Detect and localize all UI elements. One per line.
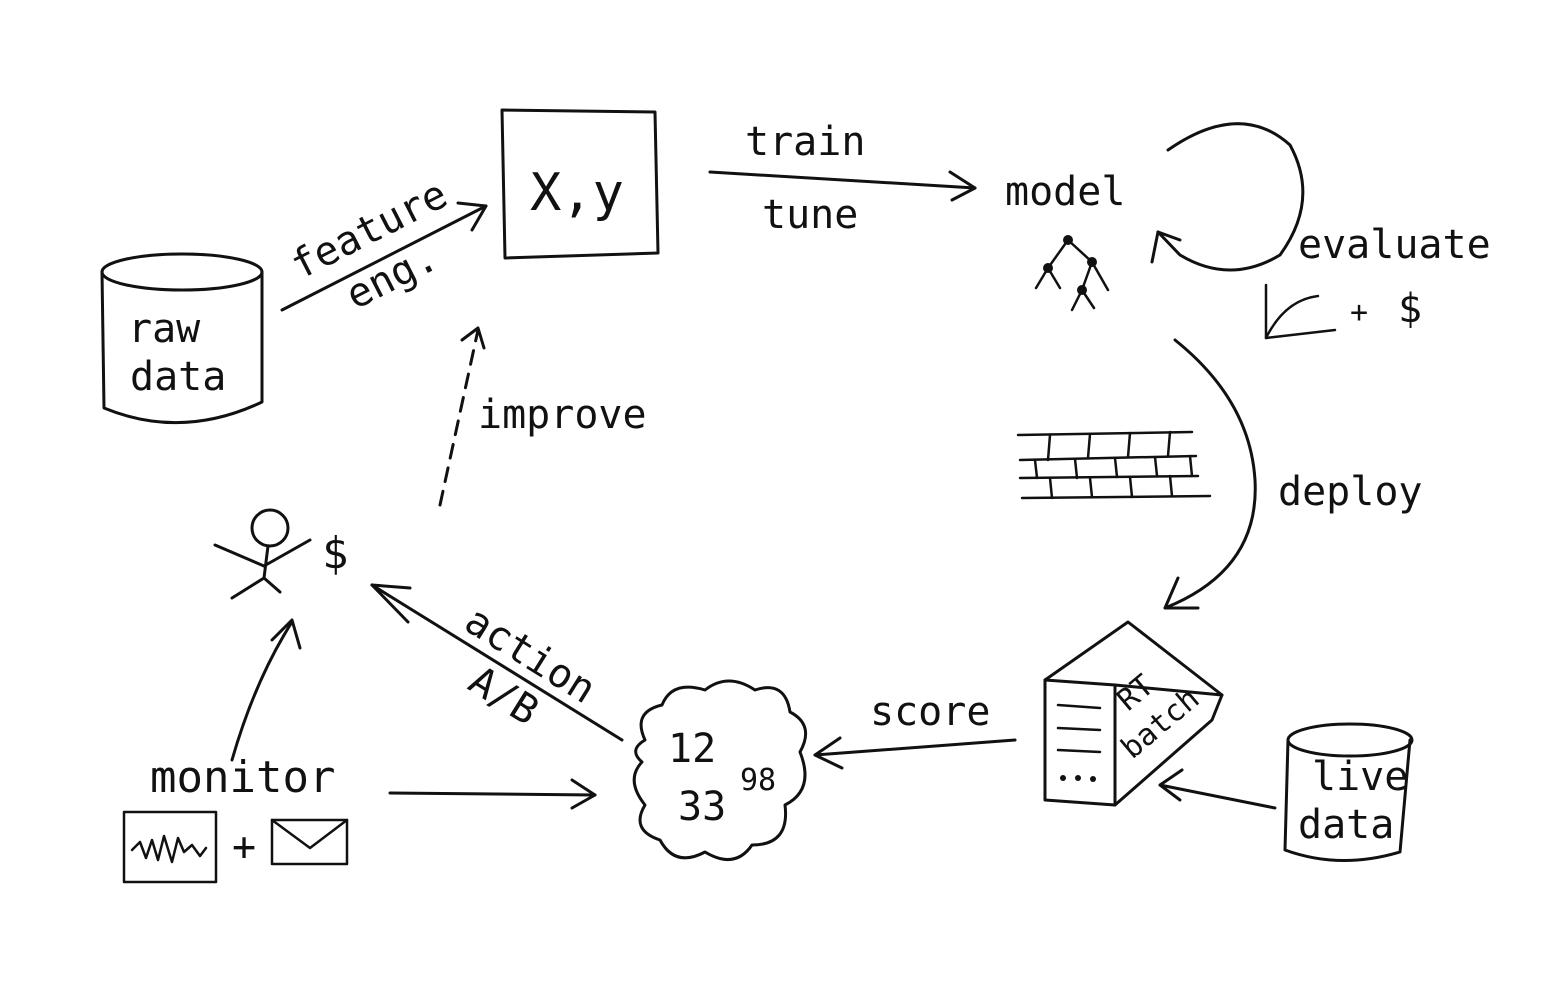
cloud-shape bbox=[632, 679, 808, 861]
stakeholder-node: $ bbox=[213, 508, 349, 600]
raw-data-label-1: raw bbox=[128, 306, 201, 352]
score-value-1: 12 bbox=[668, 726, 716, 772]
model-node: model bbox=[1005, 169, 1125, 312]
waveform-icon bbox=[122, 810, 218, 884]
monitor-plus: + bbox=[232, 824, 256, 870]
monitor-label: monitor bbox=[150, 752, 335, 803]
monitor-to-scores-arrow bbox=[388, 791, 597, 797]
live-to-server-edge bbox=[1158, 768, 1277, 810]
train-arrow bbox=[708, 170, 977, 190]
evaluate-dollar: $ bbox=[1398, 286, 1422, 332]
tree-icon bbox=[1034, 235, 1110, 312]
dataset-label: X,y bbox=[530, 163, 624, 223]
evaluate-plus: + bbox=[1350, 295, 1368, 330]
server-node: RT batch bbox=[1043, 620, 1224, 807]
score-arrow bbox=[813, 738, 1017, 757]
improve-label: improve bbox=[478, 392, 647, 438]
evaluate-label: evaluate bbox=[1298, 222, 1491, 268]
envelope-icon bbox=[270, 818, 349, 866]
tune-label: tune bbox=[762, 192, 858, 238]
live-data-label-1: live bbox=[1312, 754, 1408, 800]
dataset-node: X,y bbox=[500, 108, 660, 260]
database-icon bbox=[100, 252, 264, 425]
feature-eng-edge: feature eng. bbox=[280, 171, 488, 319]
stick-figure-icon bbox=[213, 508, 312, 600]
train-tune-edge: train tune bbox=[708, 119, 977, 238]
improve-edge: improve bbox=[438, 326, 647, 507]
train-label: train bbox=[745, 119, 865, 165]
improve-arrow bbox=[438, 328, 480, 507]
live-to-server-arrow bbox=[1158, 783, 1277, 810]
raw-data-node: raw data bbox=[100, 252, 264, 425]
deploy-arrow bbox=[1163, 338, 1257, 610]
action-edge: action A/B bbox=[370, 583, 624, 742]
monitor-node: monitor + bbox=[122, 618, 597, 884]
deploy-label: deploy bbox=[1278, 469, 1423, 515]
live-data-node: live data bbox=[1283, 722, 1414, 863]
raw-data-label-2: data bbox=[130, 354, 226, 400]
deploy-edge: deploy bbox=[1163, 338, 1423, 610]
server-icon bbox=[1043, 620, 1224, 807]
firewall-icon bbox=[1016, 430, 1212, 500]
live-data-label-2: data bbox=[1298, 802, 1394, 848]
evaluate-loop: evaluate + $ bbox=[1150, 122, 1491, 340]
score-edge: score bbox=[813, 689, 1017, 770]
stakeholder-dollar: $ bbox=[322, 528, 349, 579]
score-label: score bbox=[870, 689, 990, 735]
scores-node: 12 98 33 bbox=[632, 679, 808, 861]
monitor-to-person-arrow bbox=[230, 620, 294, 762]
feature-eng-arrow bbox=[280, 204, 488, 312]
action-arrow bbox=[370, 583, 624, 742]
model-label: model bbox=[1005, 169, 1125, 215]
score-value-3: 33 bbox=[678, 784, 726, 830]
roc-curve-icon bbox=[1264, 283, 1337, 340]
evaluate-loop-arrow bbox=[1156, 122, 1305, 272]
database-icon bbox=[1283, 722, 1414, 863]
score-value-2: 98 bbox=[740, 763, 776, 798]
